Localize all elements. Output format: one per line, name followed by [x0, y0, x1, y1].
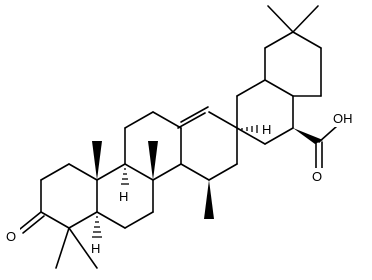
c8-methyl-wedge	[148, 141, 158, 180]
c18-hydrogen-label: H	[262, 122, 271, 137]
acid-hydroxyl-label: OH	[333, 111, 353, 126]
ring-e-bonds	[236, 79, 294, 145]
ring-f-bonds	[264, 31, 322, 97]
ring-c-bonds	[124, 111, 182, 181]
c10-methyl-wedge	[92, 141, 102, 180]
carboxylic-acid-group: OH O	[293, 110, 362, 184]
c5-hydrogen-label: H	[91, 241, 100, 256]
ketone-group: O	[6, 211, 45, 244]
ketone-oxygen-label: O	[6, 229, 16, 244]
c12-c13-double-bond-outer	[180, 106, 209, 123]
c18-hydrogen-hash: H	[241, 122, 271, 137]
c17-carboxyl-wedge	[293, 128, 323, 144]
c14-methyl-wedge	[204, 180, 214, 219]
acid-carbonyl-oxygen-label: O	[312, 169, 322, 184]
ring-b-bonds	[96, 163, 154, 229]
c5-hydrogen-hash: H	[91, 216, 102, 256]
c9-hydrogen-hash: H	[119, 168, 129, 204]
c4-gem-dimethyl	[55, 227, 98, 269]
c12-c13-double-bond-inner	[177, 112, 206, 129]
ring-d-bonds	[180, 111, 238, 181]
c9-hydrogen-label: H	[119, 189, 128, 204]
c20-gem-dimethyl	[267, 5, 319, 33]
ring-a-bonds	[40, 163, 98, 229]
